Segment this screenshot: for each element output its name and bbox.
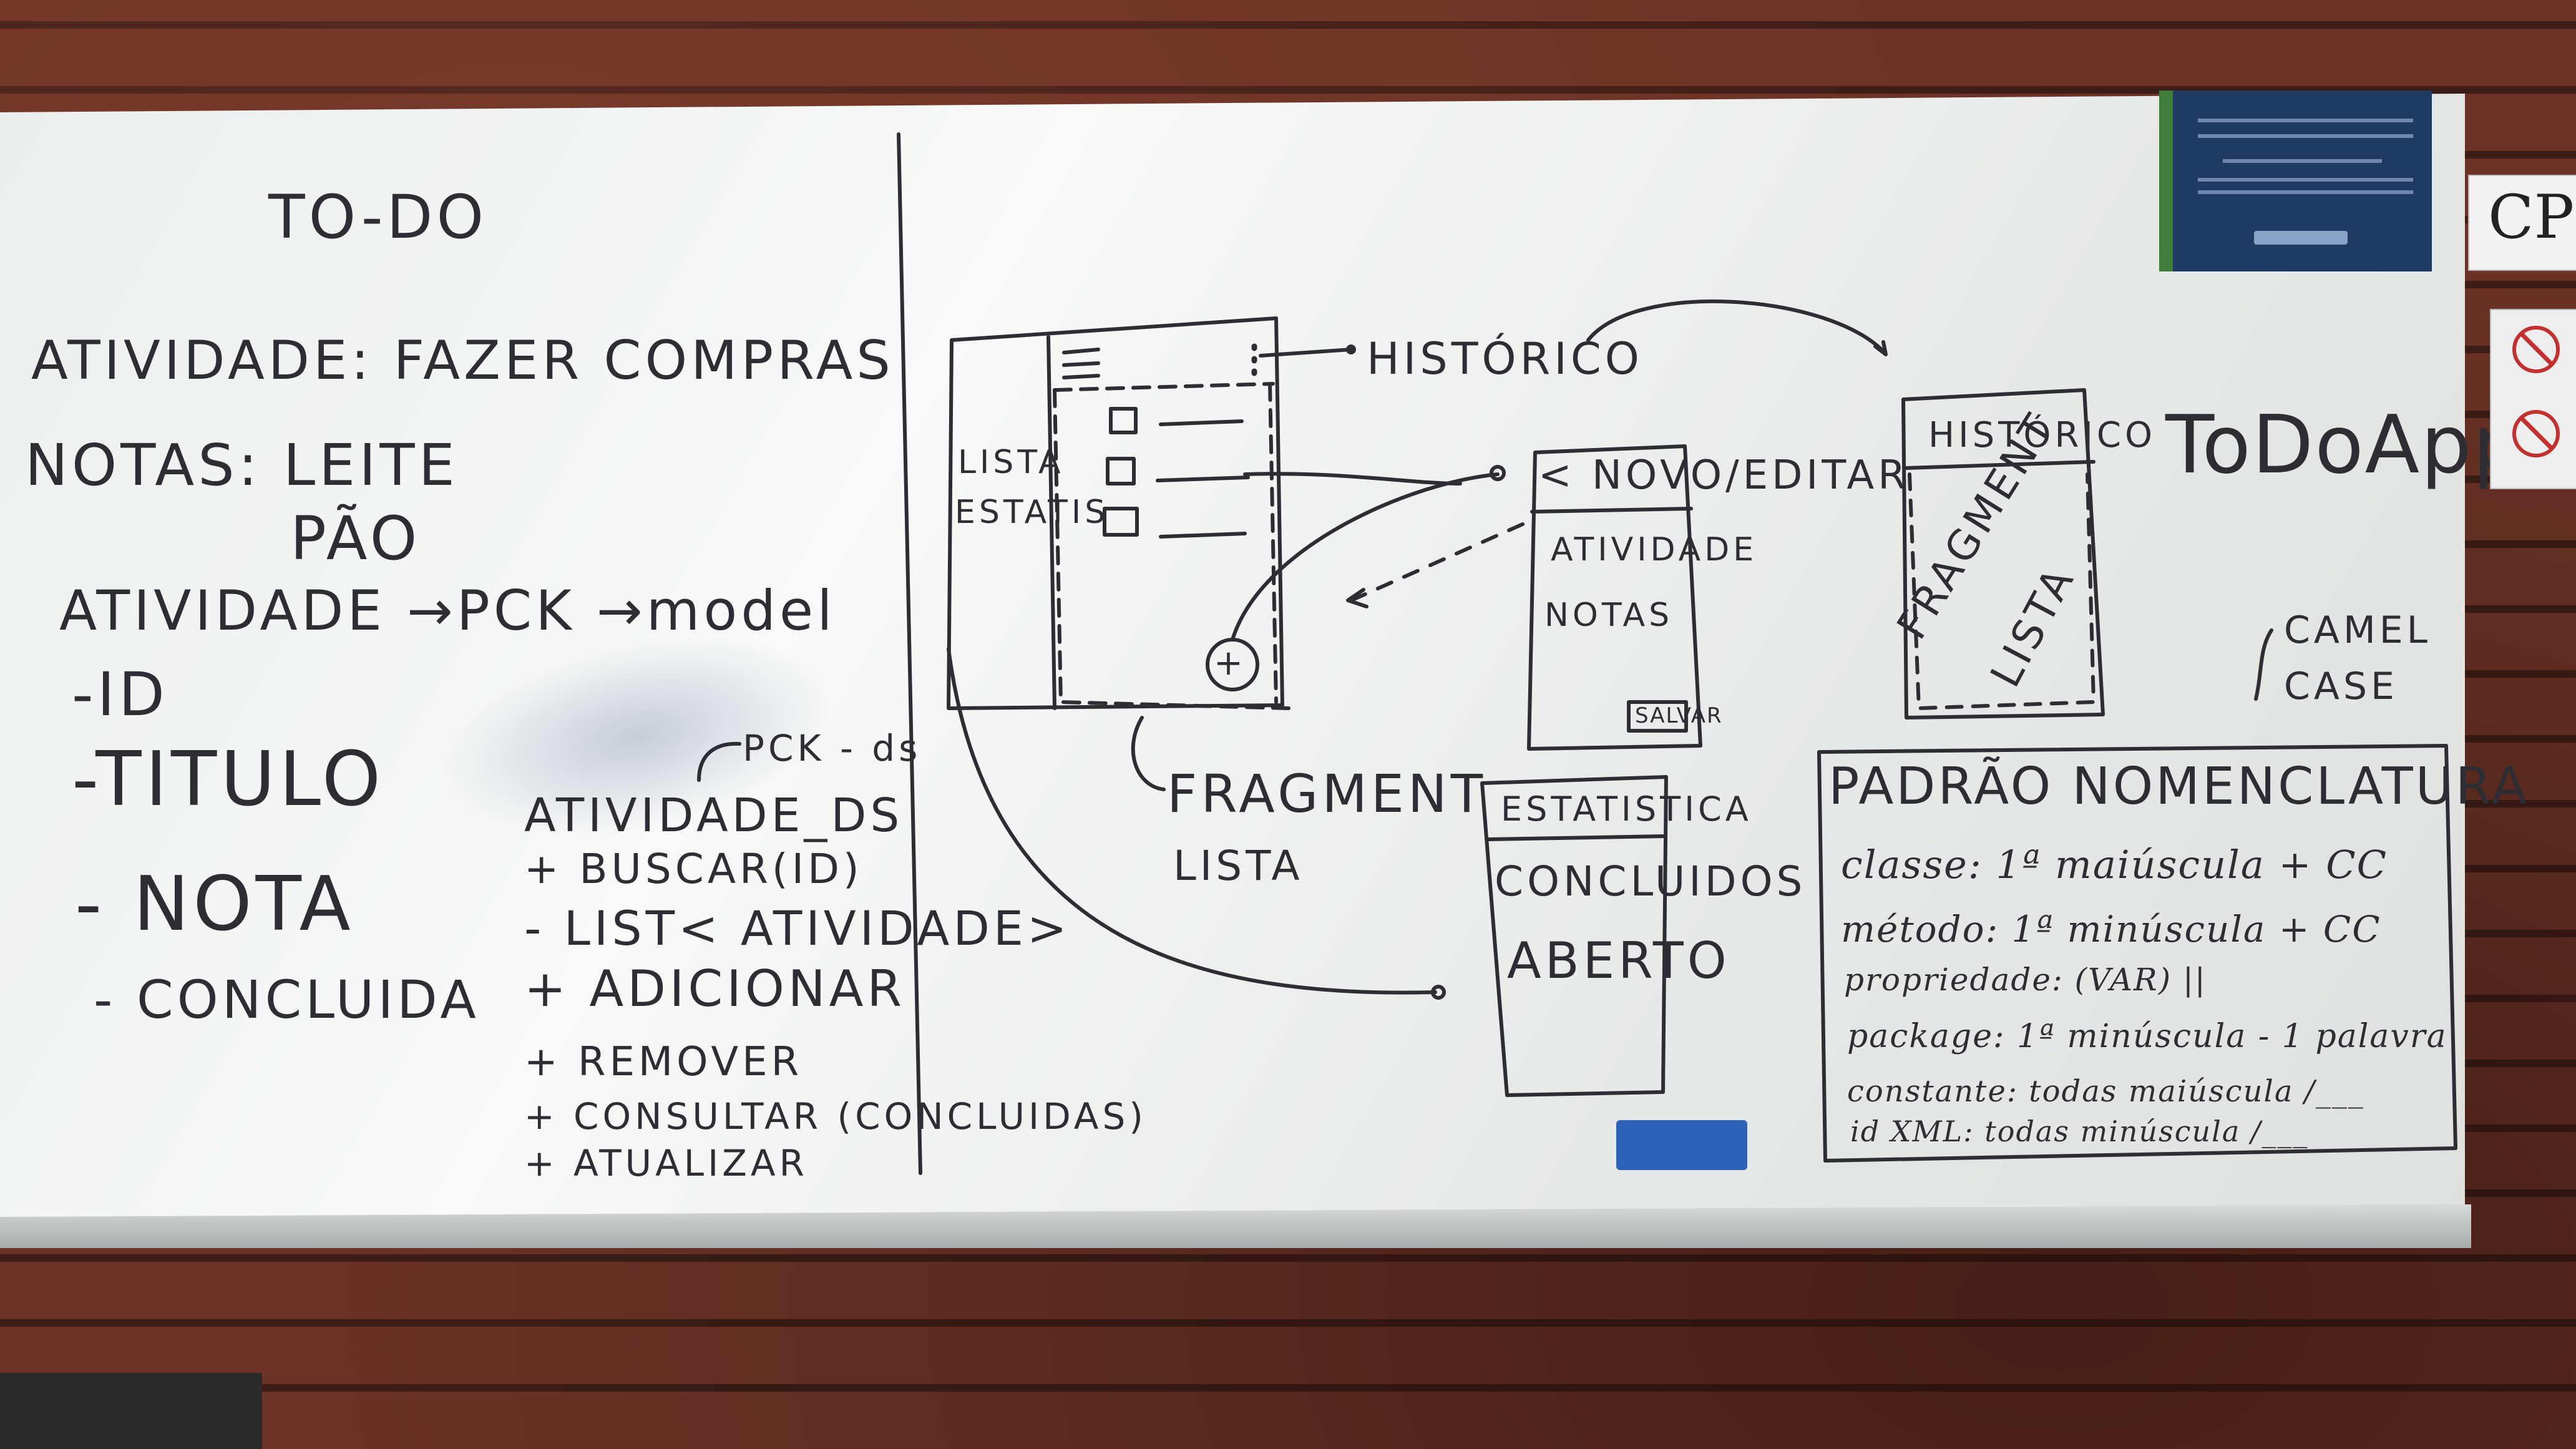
fab-plus-symbol: +: [1214, 643, 1247, 683]
edit-header: < NOVO/EDITAR: [1538, 452, 1910, 499]
stats-aberto: ABERTO: [1507, 932, 1730, 990]
naming-title: PADRÃO NOMENCLATURA: [1828, 757, 2529, 816]
no-entry-icon: [2512, 410, 2560, 457]
edit-field-atividade: ATIVIDADE: [1551, 531, 1758, 568]
save-button-sketch: SALVAR: [1635, 703, 1723, 728]
notes-item-2: PÃO: [290, 504, 421, 573]
ds-class-name: ATIVIDADE_DS: [524, 789, 904, 842]
naming-rule: propriedade: (VAR) ||: [1844, 962, 2207, 998]
naming-rule: package: 1ª minúscula - 1 palavra: [1847, 1018, 2447, 1055]
field-id: -ID: [72, 660, 168, 729]
ds-method: + ATUALIZAR: [524, 1142, 808, 1184]
naming-rule: constante: todas maiúscula /___: [1847, 1074, 2364, 1109]
activity-line: ATIVIDADE: FAZER COMPRAS: [31, 329, 894, 392]
poster: [2159, 90, 2432, 271]
cp-sign: CP: [2468, 175, 2576, 271]
edit-field-notas: NOTAS: [1544, 597, 1674, 634]
drawer-label-lista: LISTA: [958, 444, 1065, 481]
no-entry-icon: [2512, 326, 2560, 373]
field-nota: - NOTA: [75, 861, 354, 948]
fragment-lista-label: LISTA: [1173, 842, 1304, 890]
naming-rule: método: 1ª minúscula + CC: [1841, 908, 2381, 950]
app-name: ToDoApp: [2165, 399, 2525, 492]
cp-sign-text: CP: [2488, 182, 2575, 252]
poster-icon: [2254, 231, 2348, 245]
drawer-label-estatis: ESTATIS: [955, 494, 1110, 531]
stats-header: ESTATISTICA: [1501, 789, 1752, 829]
prohibition-sign: [2490, 309, 2576, 489]
naming-rule: classe: 1ª maiúscula + CC: [1841, 842, 2388, 887]
ds-method: + ADICIONAR: [524, 960, 905, 1018]
ds-method: + BUSCAR(ID): [524, 845, 863, 893]
naming-rule: id XML: todas minúscula /___: [1850, 1115, 2309, 1148]
camel-case-note: CAMEL CASE: [2284, 608, 2432, 708]
historico-label: HISTÓRICO: [1367, 333, 1643, 384]
stats-concluidos: CONCLUIDOS: [1495, 857, 1807, 905]
field-concluida: - CONCLUIDA: [94, 969, 480, 1030]
fragment-label: FRAGMENT: [1167, 763, 1487, 824]
ds-method: + REMOVER: [524, 1039, 803, 1085]
notes-line: NOTAS: LEITE: [25, 432, 459, 499]
todo-title: TO-DO: [268, 182, 487, 252]
eraser: [1616, 1120, 1747, 1170]
foreground-object: [0, 1373, 262, 1449]
pck-ds-label: PCK - ds: [743, 727, 922, 769]
ds-method: + CONSULTAR (CONCLUIDAS): [524, 1095, 1147, 1138]
model-line: ATIVIDADE →PCK →model: [59, 578, 836, 643]
ds-method: - LIST< ATIVIDADE>: [524, 900, 1071, 956]
field-titulo: -TITULO: [72, 736, 385, 823]
